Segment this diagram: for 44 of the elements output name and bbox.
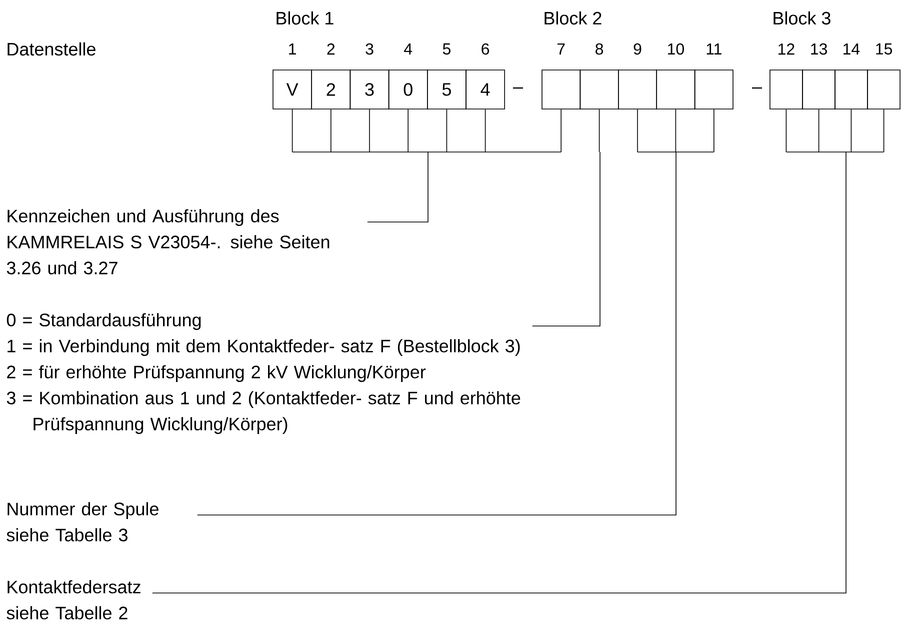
description-text: Kontaktfedersatz siehe Tabelle 2 [6, 580, 140, 620]
empty-box [618, 70, 657, 110]
empty-box [770, 70, 803, 110]
position-number: 14 [844, 43, 860, 54]
empty-box [834, 70, 868, 110]
position-number: 12 [778, 43, 794, 55]
empty-box [542, 70, 581, 110]
leader-line [197, 109, 714, 516]
digit-box: 3 [350, 70, 390, 110]
digit-box: 5 [427, 70, 466, 110]
position-number: 3 [366, 43, 374, 55]
digit-box: 4 [466, 70, 505, 110]
key-list: 0 = Standardausführung 1 = in Verbindung mit dem Kontaktfeder- satz F (Bestellblock 3) 2 = für erhöhte Prüfspannung 2 kV Wicklung/Körper 3 = Kombination aus 1 und 2 (Kontaktfeder- satz F und erhöhte Prüfspannung Wicklung/Körper) [6, 313, 520, 434]
digit-box: 0 [388, 70, 428, 110]
leader-line [532, 109, 600, 326]
position-number: 15 [876, 43, 892, 55]
block-label: Block 1 [276, 11, 334, 25]
empty-box [867, 70, 900, 110]
separator-dash: – [513, 87, 523, 89]
block-label: Block 3 [774, 11, 830, 25]
position-number: 5 [442, 43, 450, 55]
leader-line [292, 109, 562, 222]
position-number: 8 [596, 43, 604, 55]
empty-box [802, 70, 836, 110]
position-number: 1 [289, 43, 296, 54]
position-number: 11 [706, 43, 722, 54]
position-number: 9 [634, 43, 642, 55]
description-text: Kennzeichen und Ausführung des KAMMRELAIS S V23054-. siehe Seiten 3.26 und 3.27 [6, 209, 330, 274]
empty-box [694, 70, 734, 110]
separator-dash: – [752, 87, 762, 89]
empty-box [580, 70, 619, 110]
position-number: 6 [482, 43, 490, 55]
empty-box [656, 70, 696, 110]
position-number: 13 [811, 43, 827, 55]
block-label: Block 2 [544, 11, 602, 25]
position-number: 10 [668, 43, 684, 55]
row-label: Datenstelle [8, 42, 96, 56]
description-text: Nummer der Spule siehe Tabelle 3 [6, 502, 158, 542]
position-number: 7 [557, 43, 565, 54]
digit-box: V [272, 70, 312, 110]
leader-line [152, 109, 884, 594]
digit-box: 2 [311, 70, 351, 110]
position-number: 2 [327, 43, 335, 55]
position-number: 4 [404, 43, 412, 54]
